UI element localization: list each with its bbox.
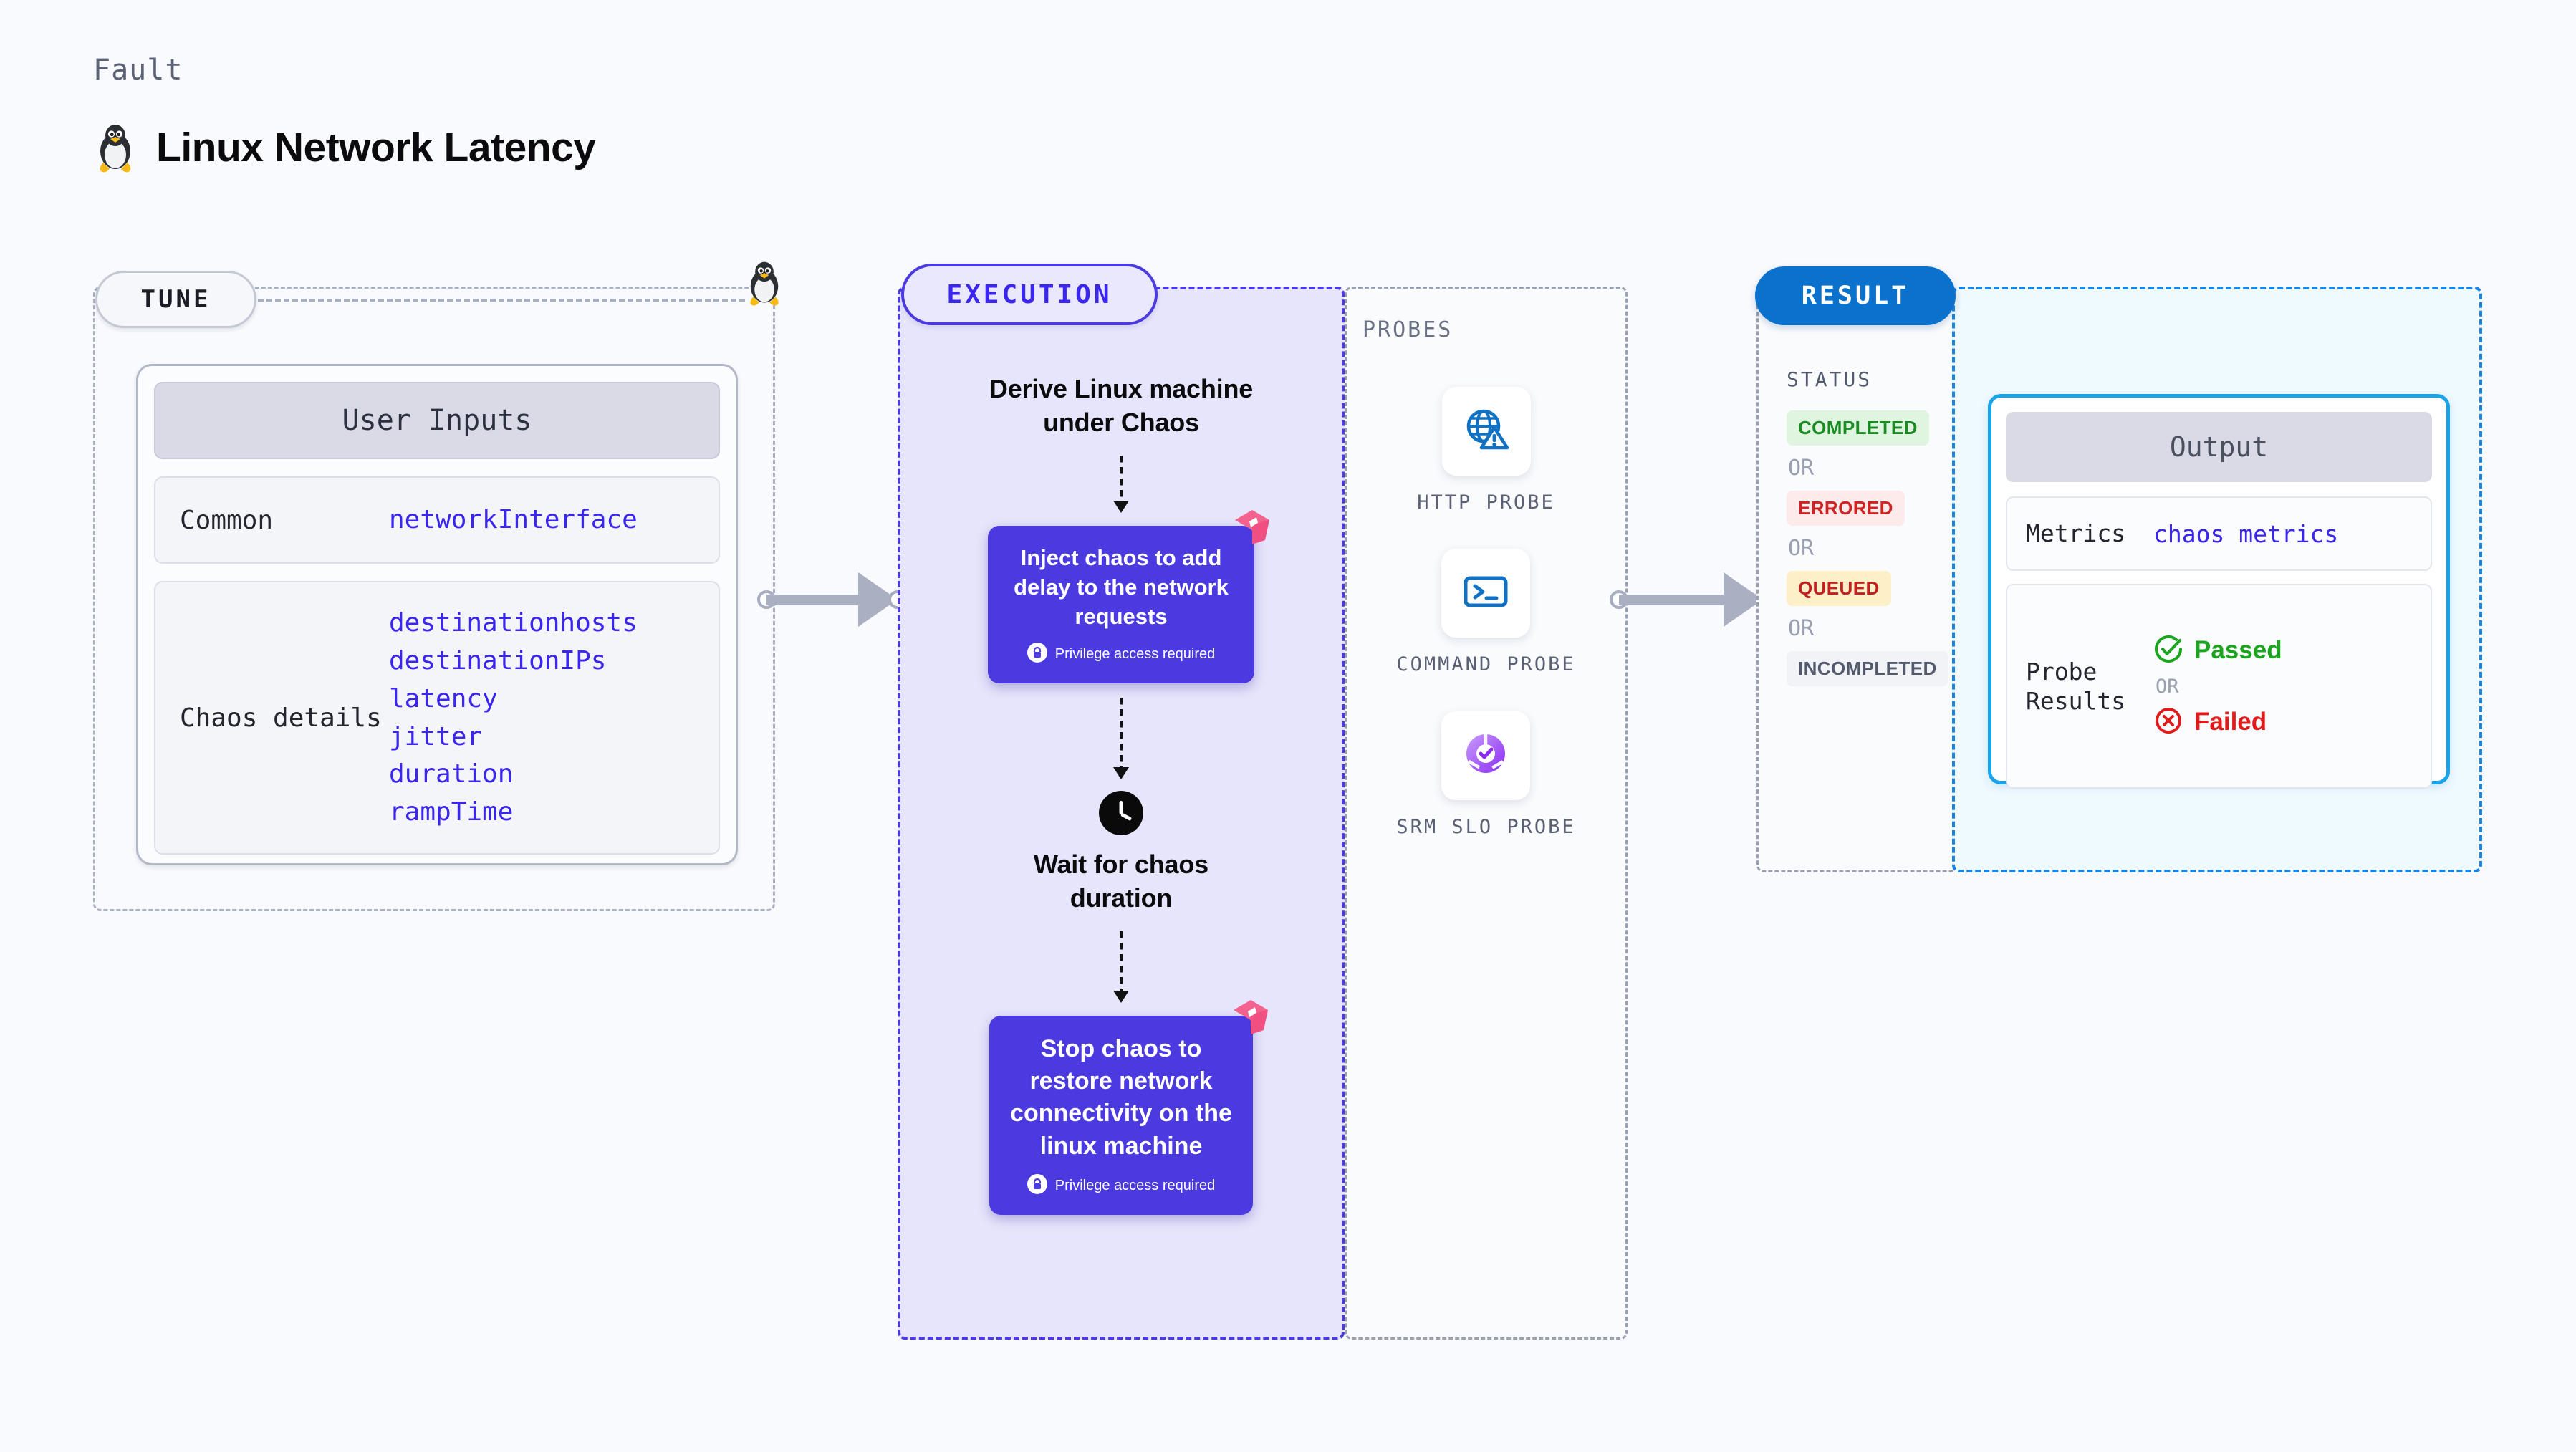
output-card-title: Output — [2006, 412, 2432, 482]
probe-tile — [1441, 387, 1531, 476]
tune-param: rampTime — [389, 797, 514, 827]
failed-label: Failed — [2194, 708, 2267, 736]
flow-arrow — [1120, 455, 1123, 511]
execution-step-text: Stop chaos to restore network connectivi… — [1010, 1034, 1232, 1160]
tune-param: destinationIPs — [389, 645, 607, 675]
output-row-probe-results: Probe Results Passed OR — [2006, 584, 2432, 789]
privilege-note: Privilege access required — [1027, 1173, 1216, 1198]
tune-param: duration — [389, 759, 514, 789]
tune-param: latency — [389, 683, 498, 713]
linux-penguin-icon-small — [745, 259, 784, 310]
tune-row-key: Chaos details — [180, 703, 382, 733]
probe-item-srm-slo[interactable]: SRM SLO PROBE — [1396, 711, 1575, 840]
probe-label: SRM SLO PROBE — [1396, 815, 1576, 838]
execution-step-text: Inject chaos to add delay to the network… — [1014, 544, 1229, 630]
tune-row-values: networkInterface — [389, 506, 638, 534]
probe-item-command[interactable]: COMMAND PROBE — [1396, 549, 1575, 678]
execution-flow: Derive Linux machine under Chaos Inject … — [898, 372, 1345, 1215]
tune-row-key: Common — [180, 505, 274, 535]
output-row-key: Metrics — [2026, 519, 2126, 548]
srm-slo-donut-icon — [1459, 727, 1512, 784]
execution-step-title: Derive Linux machine under Chaos — [989, 374, 1254, 437]
privilege-note: Privilege access required — [1027, 643, 1215, 666]
probe-result-values: Passed OR Failed — [2153, 634, 2282, 739]
page-title-row: Linux Network Latency — [95, 122, 596, 173]
output-row-key: Probe Results — [2026, 657, 2126, 715]
tune-param: jitter — [389, 721, 483, 751]
globe-warning-icon — [1460, 403, 1513, 460]
page-title: Linux Network Latency — [156, 125, 596, 170]
output-metrics-value: chaos metrics — [2153, 519, 2339, 548]
lock-icon — [1027, 1173, 1047, 1198]
harness-logo-icon — [1232, 507, 1272, 551]
passed-label: Passed — [2194, 636, 2282, 664]
execution-pill[interactable]: EXECUTION — [901, 264, 1158, 325]
tune-row-common: Common networkInterface — [154, 476, 720, 564]
status-badge-queued: QUEUED — [1787, 571, 1891, 606]
probe-label: COMMAND PROBE — [1396, 653, 1576, 676]
lock-icon — [1027, 643, 1047, 666]
tune-pill[interactable]: TUNE — [95, 271, 256, 328]
execution-step-stop-chaos[interactable]: Stop chaos to restore network connectivi… — [989, 999, 1268, 1215]
user-inputs-card: User Inputs Common networkInterface Chao… — [136, 364, 738, 865]
status-badge-incompleted: INCOMPLETED — [1787, 651, 1948, 686]
tune-dashed-connector — [258, 299, 745, 302]
tune-row-values: destinationhosts destinationIPs latency … — [389, 610, 638, 826]
harness-logo-icon — [1231, 997, 1271, 1041]
probe-result-failed: Failed — [2153, 706, 2282, 739]
x-circle-icon — [2153, 706, 2183, 739]
probes-list: HTTP PROBE COMMAND PROBE — [1345, 387, 1628, 840]
status-list: COMPLETED OR ERRORED OR QUEUED OR INCOMP… — [1787, 410, 1951, 686]
tune-row-chaos-details: Chaos details destinationhosts destinati… — [154, 581, 720, 855]
or-separator: OR — [1788, 456, 1815, 481]
status-badge-errored: ERRORED — [1787, 491, 1905, 526]
execution-step-title: Wait for chaos duration — [1034, 850, 1208, 913]
probe-tile — [1441, 549, 1531, 638]
terminal-icon — [1459, 565, 1512, 622]
probe-tile — [1441, 711, 1531, 800]
or-separator: OR — [1788, 536, 1815, 561]
privilege-note-text: Privilege access required — [1054, 646, 1216, 663]
linux-penguin-icon — [95, 122, 136, 173]
status-badge-completed: COMPLETED — [1787, 410, 1929, 446]
or-separator: OR — [2156, 675, 2179, 698]
tune-param: destinationhosts — [389, 608, 638, 638]
output-row-metrics: Metrics chaos metrics — [2006, 496, 2432, 571]
execution-step-inject-chaos[interactable]: Inject chaos to add delay to the network… — [988, 509, 1269, 684]
probe-item-http[interactable]: HTTP PROBE — [1417, 387, 1555, 516]
probe-label: HTTP PROBE — [1417, 491, 1555, 514]
privilege-note-text: Privilege access required — [1054, 1177, 1216, 1193]
connector-shaft — [766, 595, 862, 605]
clock-icon — [1099, 791, 1143, 836]
user-inputs-title: User Inputs — [154, 382, 720, 459]
probes-section-label: PROBES — [1363, 317, 1453, 342]
status-label: STATUS — [1787, 367, 1873, 391]
output-card: Output Metrics chaos metrics Probe Resul… — [1988, 394, 2450, 789]
check-circle-icon — [2153, 634, 2183, 668]
tune-param: networkInterface — [389, 505, 638, 535]
connector-shaft — [1619, 595, 1728, 605]
probe-result-passed: Passed — [2153, 634, 2282, 668]
flow-arrow — [1120, 698, 1123, 779]
result-pill[interactable]: RESULT — [1755, 266, 1956, 325]
page-eyebrow: Fault — [93, 54, 183, 87]
flow-arrow — [1120, 931, 1123, 1001]
or-separator: OR — [1788, 616, 1815, 641]
